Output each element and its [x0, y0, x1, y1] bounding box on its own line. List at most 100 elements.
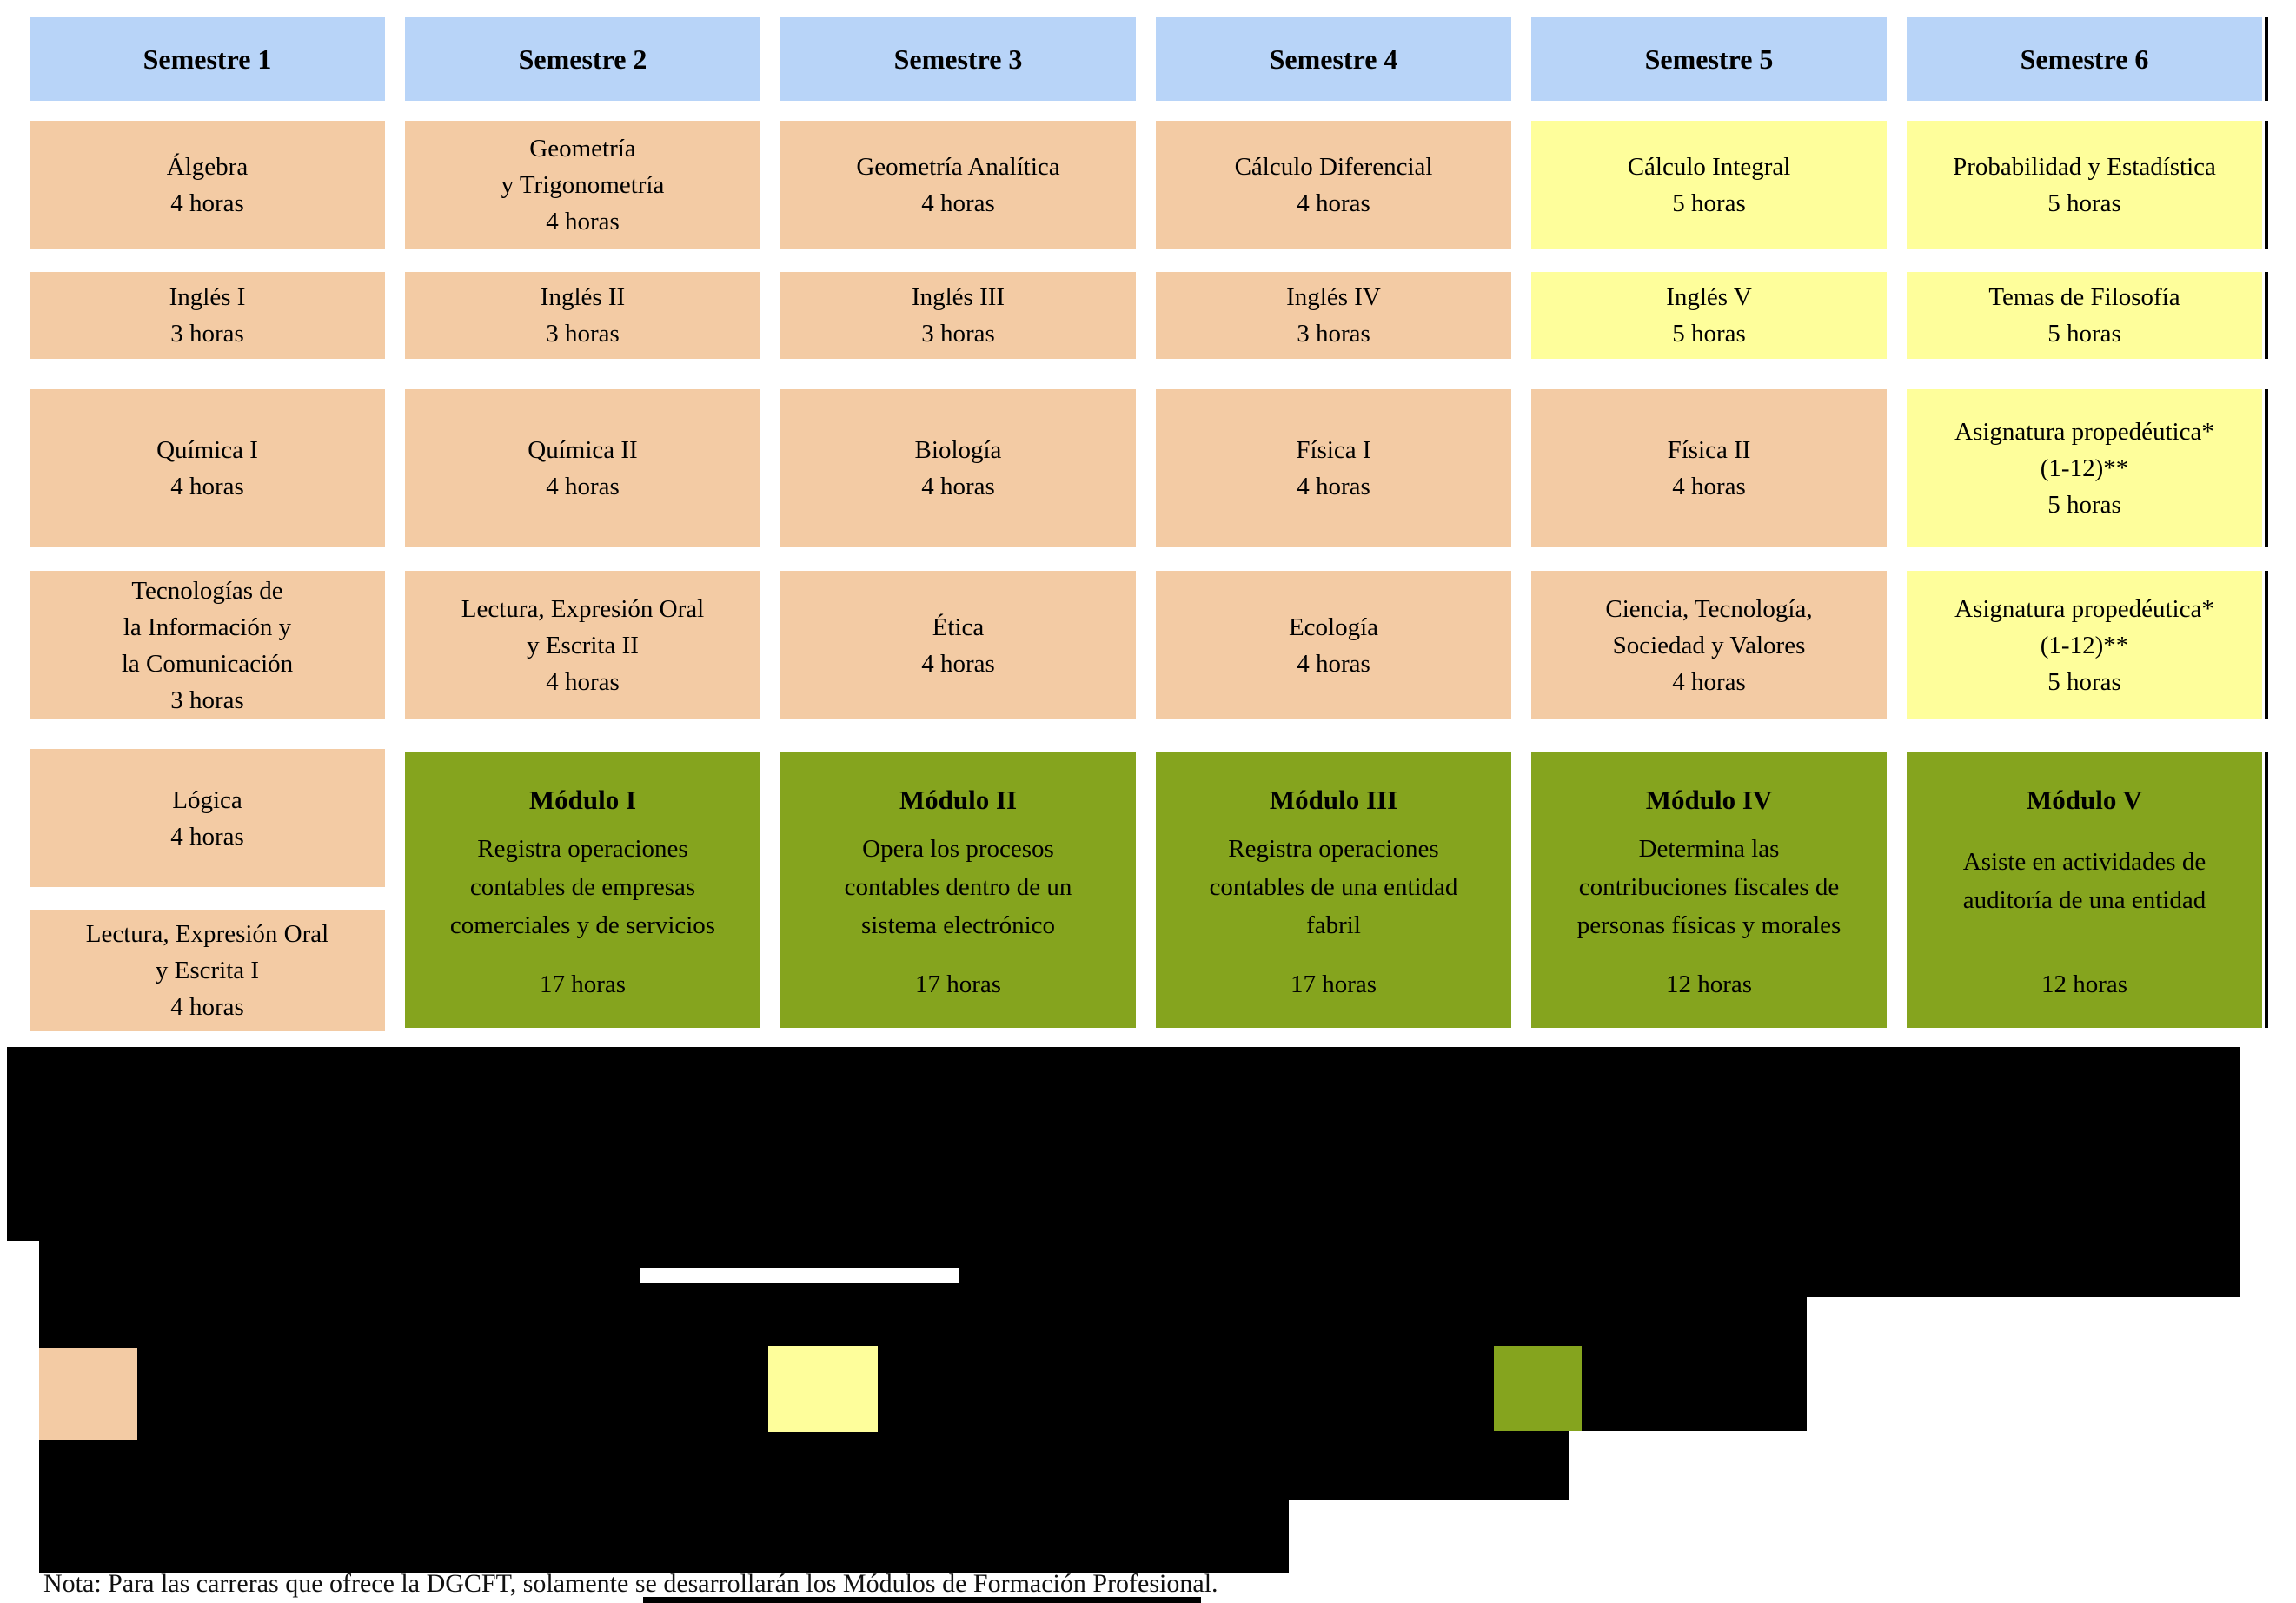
- course-cell-line: Biología: [914, 436, 1002, 464]
- course-cell-line: Sociedad y Valores: [1612, 631, 1806, 659]
- semester-header-4: Semestre 4: [1156, 17, 1511, 101]
- redaction-band: [39, 1268, 640, 1283]
- module-description-line: contables de empresas: [469, 873, 696, 901]
- module-description-line: contables dentro de un: [844, 873, 1072, 901]
- module-title: Módulo V: [2027, 785, 2142, 815]
- module-description-line: Opera los procesos: [862, 835, 1054, 863]
- course-cell-line: Inglés II: [540, 283, 626, 311]
- row-tick: [2265, 121, 2268, 249]
- module-description: Registra operaciones contables de empresa…: [450, 830, 715, 944]
- row-tick: [2265, 272, 2268, 359]
- semester-header-3: Semestre 3: [780, 17, 1136, 101]
- module-description-line: sistema electrónico: [860, 911, 1056, 939]
- module-description-line: Registra operaciones: [1228, 835, 1439, 863]
- course-cell-line: 4 horas: [170, 189, 244, 217]
- module-hours: 17 horas: [914, 970, 1002, 998]
- course-cell-line: 4 horas: [1672, 473, 1746, 500]
- course-cell-line: la Información y: [123, 613, 292, 641]
- redaction-bottom-bar: [643, 1597, 1201, 1603]
- redaction-band: [7, 1047, 2240, 1241]
- course-cell-line: Física II: [1667, 436, 1751, 464]
- course-cell: Tecnologías de la Información y la Comunic…: [30, 571, 385, 719]
- course-cell-line: 4 horas: [170, 473, 244, 500]
- row-tick: [2265, 752, 2268, 1028]
- course-cell-line: 5 horas: [2047, 667, 2121, 696]
- course-cell-line: Lógica: [172, 785, 242, 814]
- course-cell-line: Ciencia, Tecnología,: [1605, 594, 1813, 623]
- course-cell-line: Inglés IV: [1286, 283, 1381, 311]
- course-cell-line: Tecnologías de: [131, 576, 283, 605]
- course-cell-line: 4 horas: [1297, 473, 1370, 500]
- redaction-band: [39, 1500, 1289, 1573]
- course-cell-line: Ecología: [1288, 613, 1379, 641]
- semester-header-5: Semestre 5: [1531, 17, 1887, 101]
- course-cell-line: Ética: [932, 613, 985, 641]
- row-tick: [2265, 571, 2268, 719]
- module-description-line: fabril: [1306, 911, 1361, 939]
- module-description-line: contribuciones fiscales de: [1578, 873, 1840, 901]
- course-cell-line: 3 horas: [921, 320, 995, 348]
- course-cell-line: Física I: [1296, 436, 1371, 464]
- module-title: Módulo II: [899, 785, 1018, 815]
- module-description: Determina las contribuciones fiscales de p…: [1577, 830, 1841, 944]
- module-description-line: personas físicas y morales: [1576, 911, 1841, 939]
- redaction-band: [39, 1431, 1569, 1500]
- module-title: Módulo IV: [1645, 785, 1773, 815]
- course-cell-line: Lectura, Expresión Oral: [85, 920, 329, 948]
- module-description-line: Registra operaciones: [477, 835, 688, 863]
- redaction-band: [959, 1268, 2240, 1283]
- module-cell: Módulo III Registra operaciones contables …: [1156, 752, 1511, 1028]
- module-hours: 17 horas: [1290, 970, 1377, 998]
- course-cell-line: la Comunicación: [121, 649, 294, 678]
- course-cell-line: Geometría: [529, 135, 636, 162]
- course-cell-line: Asignatura propedéutica*: [1954, 594, 2214, 623]
- semester-header-1: Semestre 1: [30, 17, 385, 101]
- legend-swatch-formacion-propedeutica: [768, 1346, 878, 1432]
- module-description-line: Determina las: [1638, 835, 1780, 863]
- course-cell-line: Cálculo Diferencial: [1234, 153, 1433, 181]
- course-cell-line: 5 horas: [2047, 491, 2121, 519]
- course-cell: Física I 4 horas: [1156, 389, 1511, 547]
- course-cell-line: 4 horas: [546, 473, 620, 500]
- course-cell-line: Inglés I: [169, 283, 246, 311]
- course-cell-line: 5 horas: [2047, 189, 2121, 217]
- course-cell: Geometría Analítica 4 horas: [780, 121, 1136, 249]
- course-cell-line: Inglés III: [911, 283, 1005, 311]
- course-cell-line: 4 horas: [546, 667, 620, 696]
- course-cell-line: 3 horas: [1297, 320, 1370, 348]
- semester-header-6: Semestre 6: [1907, 17, 2262, 101]
- course-cell-line: Geometría Analítica: [856, 153, 1060, 181]
- module-description-line: comerciales y de servicios: [449, 911, 716, 939]
- course-cell-line: Cálculo Integral: [1627, 153, 1791, 181]
- course-cell-line: (1-12)**: [2040, 454, 2129, 482]
- course-cell-line: Inglés V: [1666, 283, 1752, 311]
- course-cell-line: Química II: [528, 436, 638, 464]
- module-title: Módulo III: [1269, 785, 1398, 815]
- row-tick: [2265, 17, 2268, 101]
- course-cell: Asignatura propedéutica*(1-12)**5 horas: [1907, 571, 2262, 719]
- course-cell-line: 4 horas: [921, 189, 995, 217]
- course-cell-line: 3 horas: [546, 320, 620, 348]
- course-cell-line: 5 horas: [2047, 320, 2121, 348]
- course-cell-line: y Escrita I: [155, 957, 260, 984]
- course-cell-line: Química I: [156, 436, 258, 464]
- redaction-band: [39, 1241, 2240, 1268]
- module-description-line: contables de una entidad: [1209, 873, 1458, 901]
- course-cell: Física II 4 horas: [1531, 389, 1887, 547]
- course-cell-line: 5 horas: [1672, 320, 1746, 348]
- course-cell: Inglés III 3 horas: [780, 272, 1136, 359]
- module-description-line: auditoría de una entidad: [1962, 885, 2206, 914]
